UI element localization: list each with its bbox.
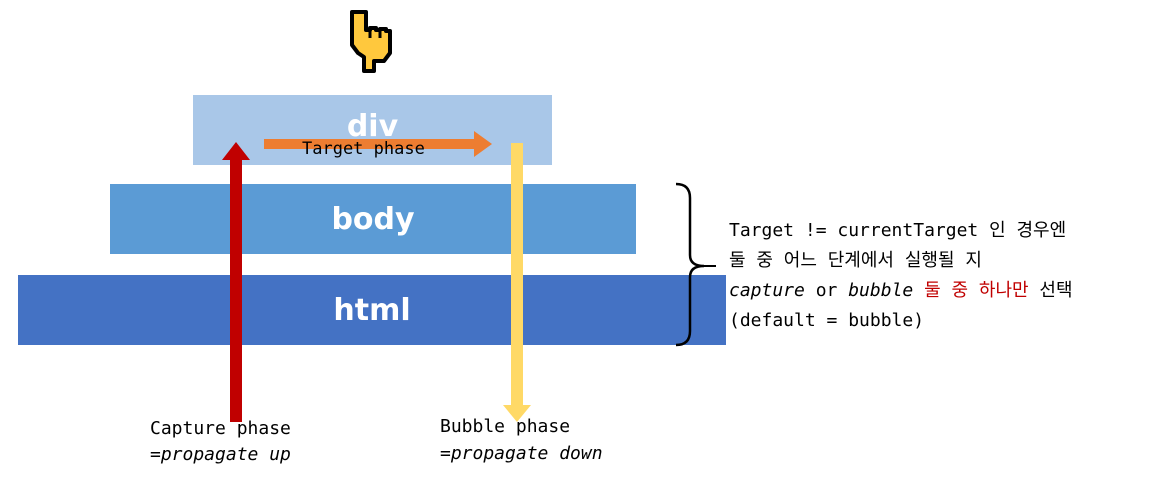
note-bubble-word: bubble: [848, 280, 914, 301]
note-line-4: (default = bubble): [729, 310, 925, 331]
note-choose-word: 선택: [1028, 280, 1073, 301]
note-line-3: capture or bubble 둘 중 하나만 선택: [729, 276, 1073, 306]
body-layer: body: [110, 184, 636, 254]
bubble-phase-label: Bubble phase: [440, 416, 571, 437]
div-layer-label: div: [346, 109, 399, 144]
note-capture-word: capture: [729, 280, 805, 301]
pointing-down-hand-icon: [350, 10, 392, 73]
note-text: Target != currentTarget 인 경우엔 둘 중 어느 단계에…: [729, 216, 1073, 336]
div-layer: div: [193, 95, 552, 165]
note-highlight: 둘 중 하나만: [913, 280, 1029, 301]
curly-brace: [675, 182, 705, 347]
html-layer: html: [18, 275, 726, 345]
capture-phase-subtitle: =propagate up: [150, 444, 291, 465]
bubble-phase-subtitle: =propagate down: [440, 443, 603, 464]
capture-phase-arrow: [222, 142, 250, 422]
note-line-2: 둘 중 어느 단계에서 실행될 지: [729, 250, 982, 271]
html-layer-label: html: [333, 292, 411, 328]
note-line-1: Target != currentTarget 인 경우엔: [729, 220, 1067, 241]
target-phase-arrow: [264, 131, 492, 157]
body-layer-label: body: [331, 201, 415, 237]
target-phase-label: Target phase: [302, 139, 425, 159]
note-or-word: or: [804, 280, 849, 301]
capture-phase-label: Capture phase: [150, 418, 291, 439]
bubble-phase-arrow: [503, 143, 531, 422]
